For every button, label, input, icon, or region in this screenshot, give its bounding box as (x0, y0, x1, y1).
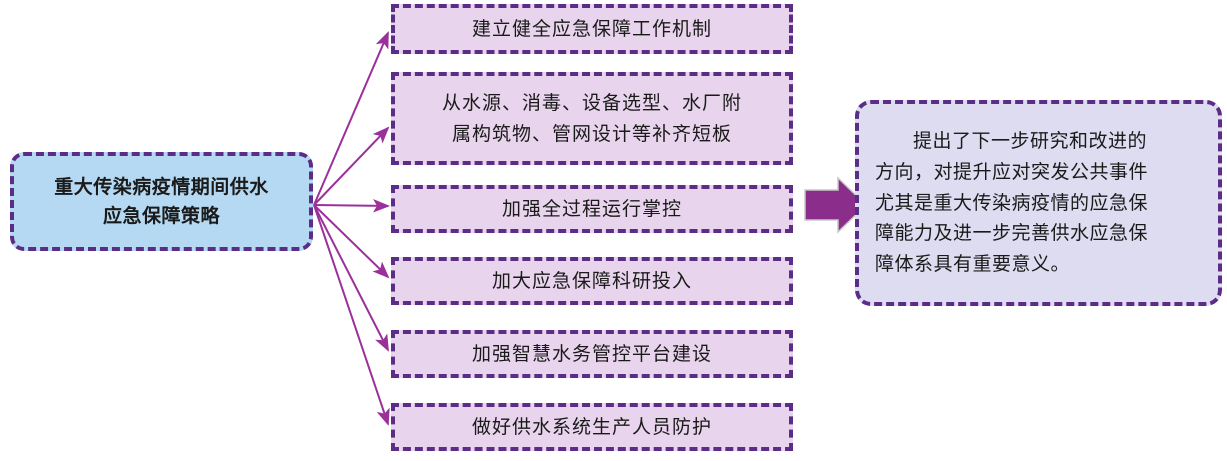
strategy-node-6-label: 做好供水系统生产人员防护 (395, 412, 789, 443)
source-node[interactable]: 重大传染病疫情期间供水 应急保障策略 (10, 152, 313, 251)
strategy-node-1[interactable]: 建立健全应急保障工作机制 (391, 4, 793, 54)
strategy-node-4-label: 加大应急保障科研投入 (395, 266, 789, 297)
conclusion-line-1: 提出了下一步研究和改进的 (875, 126, 1202, 157)
strategy-node-2-line-1: 从水源、消毒、设备选型、水厂附 (441, 91, 742, 114)
strategy-node-2-line-2: 属构筑物、管网设计等补齐短板 (451, 122, 732, 145)
strategy-node-3-label: 加强全过程运行掌控 (395, 194, 789, 225)
strategy-node-3-line-1: 加强全过程运行掌控 (501, 197, 682, 220)
strategy-node-3[interactable]: 加强全过程运行掌控 (391, 185, 793, 233)
strategy-node-5-line-1: 加强智慧水务管控平台建设 (471, 342, 712, 365)
connector-arrow-5 (313, 204, 389, 352)
conclusion-node-label: 提出了下一步研究和改进的 方向，对提升应对突发公共事件 尤其是重大传染病疫情的应… (859, 126, 1218, 280)
strategy-node-6-line-1: 做好供水系统生产人员防护 (471, 415, 712, 438)
strategy-node-4[interactable]: 加大应急保障科研投入 (391, 257, 793, 305)
conclusion-line-4: 障能力及进一步完善供水应急保 (875, 222, 1149, 245)
connector-arrow-2 (313, 126, 390, 206)
connector-arrow-6 (313, 204, 390, 426)
strategy-node-1-label: 建立健全应急保障工作机制 (395, 14, 789, 45)
strategy-node-2-label: 从水源、消毒、设备选型、水厂附 属构筑物、管网设计等补齐短板 (395, 88, 789, 150)
connector-arrow-3 (313, 198, 390, 213)
conclusion-line-2: 方向，对提升应对突发公共事件 (875, 160, 1149, 183)
strategy-node-5[interactable]: 加强智慧水务管控平台建设 (391, 330, 793, 378)
connector-arrow-4 (313, 204, 390, 279)
conclusion-line-1-text: 提出了下一步研究和改进的 (913, 130, 1148, 153)
source-node-line-2: 应急保障策略 (102, 204, 220, 227)
conclusion-line-5: 障体系具有重要意义。 (875, 253, 1071, 276)
conclusion-node[interactable]: 提出了下一步研究和改进的 方向，对提升应对突发公共事件 尤其是重大传染病疫情的应… (855, 100, 1222, 306)
strategy-node-4-line-1: 加大应急保障科研投入 (491, 269, 692, 292)
connector-arrow-1 (313, 31, 389, 206)
conclusion-line-3: 尤其是重大传染病疫情的应急保 (875, 191, 1149, 214)
source-node-line-1: 重大传染病疫情期间供水 (54, 176, 269, 198)
strategy-node-6[interactable]: 做好供水系统生产人员防护 (391, 403, 793, 451)
strategy-node-5-label: 加强智慧水务管控平台建设 (395, 339, 789, 370)
strategy-node-1-line-1: 建立健全应急保障工作机制 (471, 17, 712, 40)
strategy-node-2[interactable]: 从水源、消毒、设备选型、水厂附 属构筑物、管网设计等补齐短板 (391, 72, 793, 165)
source-node-label: 重大传染病疫情期间供水 应急保障策略 (42, 173, 281, 230)
